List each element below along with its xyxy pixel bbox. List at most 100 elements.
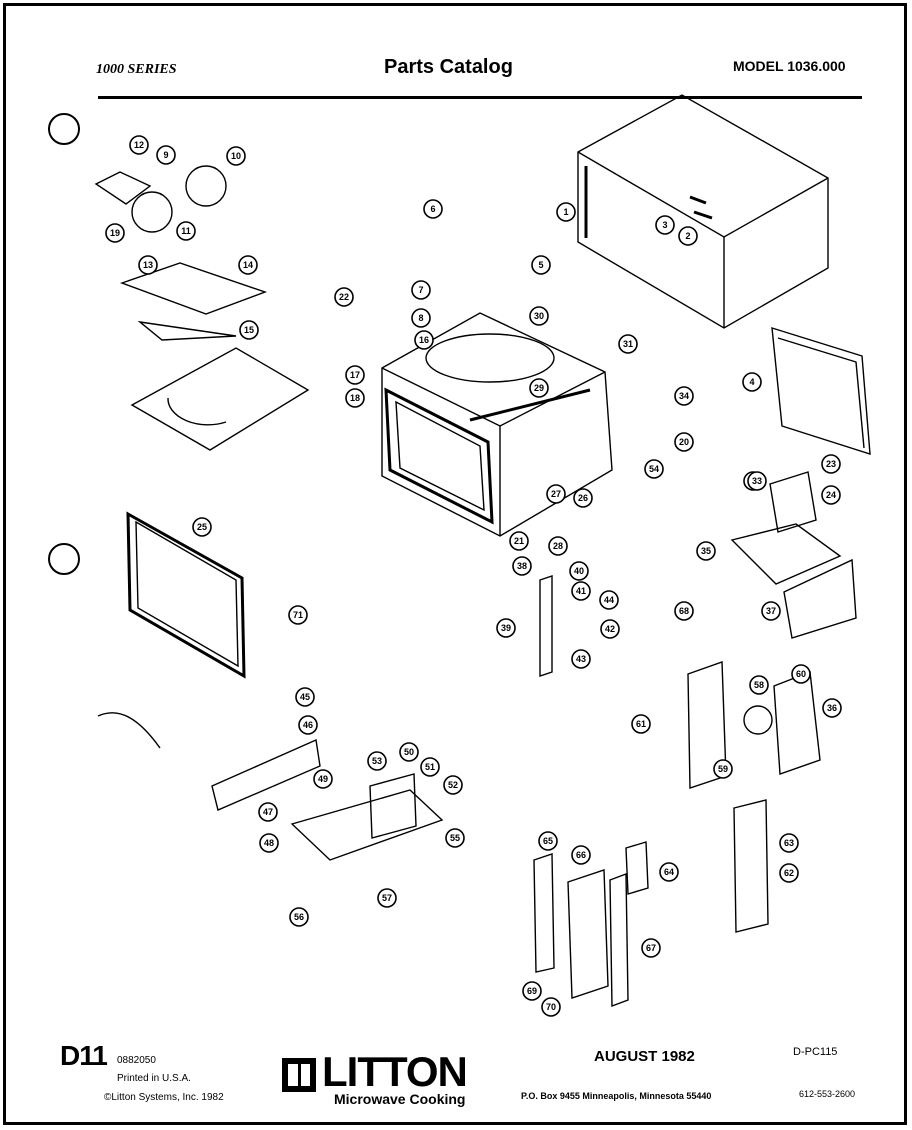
- callout-circle: [742, 372, 762, 392]
- callout-circle: [696, 541, 716, 561]
- callout-11: 11: [176, 221, 196, 241]
- callout-circle: [156, 145, 176, 165]
- callout-circle: [334, 287, 354, 307]
- callout-46: 46: [298, 715, 318, 735]
- callout-47: 47: [258, 802, 278, 822]
- callout-67: 67: [641, 938, 661, 958]
- callout-circle: [571, 649, 591, 669]
- callout-label: 31: [623, 339, 633, 349]
- callout-circle: [747, 471, 767, 491]
- callout-circle: [659, 862, 679, 882]
- callout-circle: [258, 802, 278, 822]
- callout-label: 36: [827, 703, 837, 713]
- callout-circle: [411, 280, 431, 300]
- callout-circle: [529, 306, 549, 326]
- callout-circle: [569, 561, 589, 581]
- callout-circle: [192, 517, 212, 537]
- callout-label: 18: [350, 393, 360, 403]
- stirrer-cover-drawing: [119, 262, 310, 451]
- callout-label: 3: [662, 220, 667, 230]
- callout-12: 12: [129, 135, 149, 155]
- callout-19: 19: [105, 223, 125, 243]
- callout-label: 27: [551, 489, 561, 499]
- callout-9: 9: [156, 145, 176, 165]
- callout-label: 53: [372, 756, 382, 766]
- callout-37: 37: [761, 601, 781, 621]
- callout-10: 10: [226, 146, 246, 166]
- callout-label: 29: [534, 383, 544, 393]
- callout-33: 33: [747, 471, 767, 491]
- callout-label: 55: [450, 833, 460, 843]
- callout-label: 23: [826, 459, 836, 469]
- callout-15: 15: [239, 320, 259, 340]
- callout-label: 46: [303, 720, 313, 730]
- callout-circle: [345, 388, 365, 408]
- callout-4: 4: [742, 372, 762, 392]
- litton-logo-icon: [282, 1058, 316, 1092]
- callout-26: 26: [573, 488, 593, 508]
- callout-62: 62: [779, 863, 799, 883]
- brand-name: LITTON: [322, 1048, 468, 1095]
- callout-circle: [556, 202, 576, 222]
- callout-label: 44: [604, 595, 614, 605]
- callout-label: 61: [636, 719, 646, 729]
- callout-label: 25: [197, 522, 207, 532]
- callout-label: 52: [448, 780, 458, 790]
- callout-20: 20: [674, 432, 694, 452]
- callout-circle: [298, 715, 318, 735]
- callout-label: 39: [501, 623, 511, 633]
- callout-circle: [443, 775, 463, 795]
- callout-circle: [522, 981, 542, 1001]
- callout-circle: [289, 907, 309, 927]
- callout-circle: [791, 664, 811, 684]
- callout-label: 48: [264, 838, 274, 848]
- callout-27: 27: [546, 484, 566, 504]
- callout-label: 43: [576, 654, 586, 664]
- document-id: D-PC115: [793, 1046, 838, 1058]
- callout-circle: [573, 488, 593, 508]
- callout-label: 49: [318, 774, 328, 784]
- callout-28: 28: [548, 536, 568, 556]
- callout-label: 70: [546, 1002, 556, 1012]
- callout-40: 40: [569, 561, 589, 581]
- page-border: [3, 3, 907, 1125]
- callout-circle: [538, 831, 558, 851]
- callout-label: 42: [605, 624, 615, 634]
- callout-18: 18: [345, 388, 365, 408]
- callout-label: 33: [752, 476, 762, 486]
- callout-circle: [129, 135, 149, 155]
- callout-34: 34: [674, 386, 694, 406]
- callout-circle: [641, 938, 661, 958]
- callout-13: 13: [138, 255, 158, 275]
- callout-label: 67: [646, 943, 656, 953]
- callout-label: 37: [766, 606, 776, 616]
- callout-circle: [259, 833, 279, 853]
- callout-60: 60: [791, 664, 811, 684]
- callout-circle: [512, 556, 532, 576]
- callout-44: 44: [599, 590, 619, 610]
- callout-51: 51: [420, 757, 440, 777]
- callout-41: 41: [571, 581, 591, 601]
- callout-57: 57: [377, 888, 397, 908]
- page-code: D11: [60, 1040, 108, 1071]
- callout-23: 23: [821, 454, 841, 474]
- callout-circle: [445, 828, 465, 848]
- callout-label: 1: [563, 207, 568, 217]
- mailing-address: P.O. Box 9455 Minneapolis, Minnesota 554…: [521, 1091, 712, 1101]
- callout-22: 22: [334, 287, 354, 307]
- callout-50: 50: [399, 742, 419, 762]
- page-title: Parts Catalog: [384, 56, 513, 78]
- callout-circle: [644, 459, 664, 479]
- callout-circle: [761, 601, 781, 621]
- callout-2: 2: [678, 226, 698, 246]
- callout-circle: [713, 759, 733, 779]
- callout-circle: [600, 619, 620, 639]
- callout-circle: [138, 255, 158, 275]
- callout-53: 53: [367, 751, 387, 771]
- callout-label: 38: [517, 561, 527, 571]
- callout-label: 54: [649, 464, 659, 474]
- callout-3: 3: [655, 215, 675, 235]
- callout-circle: [345, 365, 365, 385]
- callout-label: 65: [543, 836, 553, 846]
- callout-label: 51: [425, 762, 435, 772]
